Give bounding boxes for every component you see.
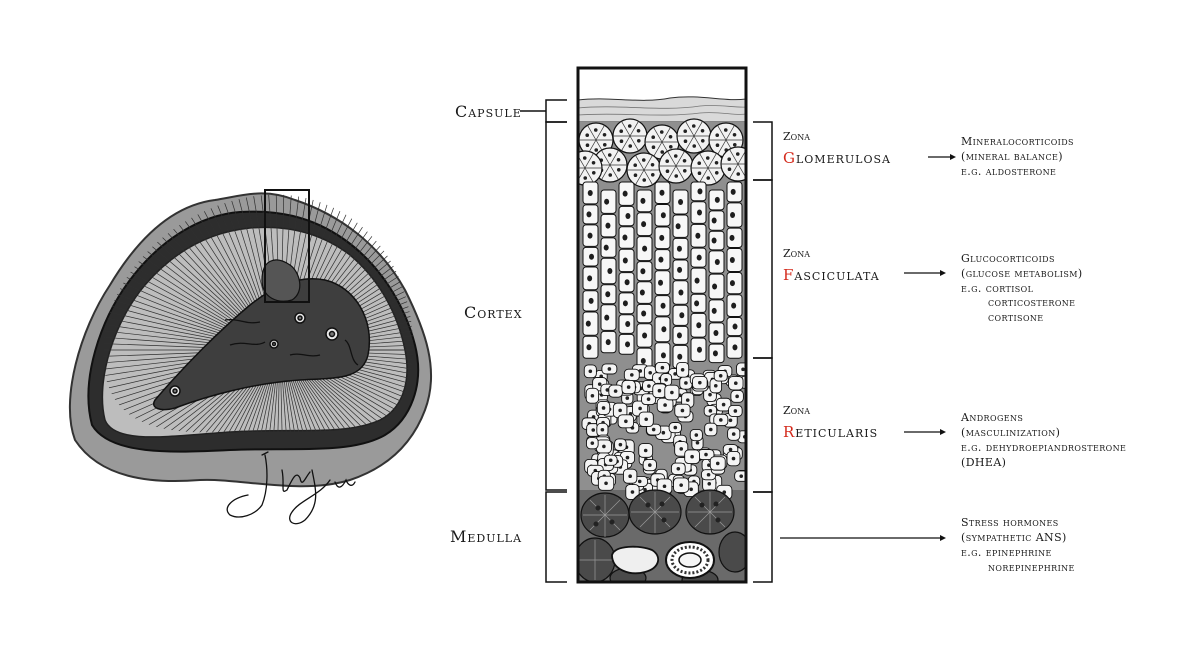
zona-reticularis-cells	[581, 361, 746, 500]
hormone-line: Glucocorticoids	[961, 252, 1055, 265]
zone-prefix: Zona	[783, 130, 810, 143]
hormone-line: e.g. dehydroepiandrosterone	[961, 441, 1126, 454]
hormone-line: e.g. epinephrine	[961, 546, 1052, 559]
hormone-line: cortisone	[988, 311, 1044, 324]
medulla-label: Medulla	[450, 527, 522, 546]
hormone-line: e.g. cortisol	[961, 282, 1034, 295]
zone-prefix: Zona	[783, 247, 810, 260]
right-brackets	[753, 121, 773, 583]
hormone-line: (DHEA)	[961, 456, 1006, 469]
hormone-line: Androgens	[960, 411, 1023, 424]
zone-reticularis: Zona Reticularis Androgens (masculinizat…	[783, 404, 1126, 469]
hormone-line: (glucose metabolism)	[961, 267, 1083, 280]
left-brackets	[520, 99, 567, 583]
hormone-line: (mineral balance)	[961, 150, 1063, 163]
zone-name: Reticularis	[783, 423, 878, 441]
hormone-line: corticosterone	[988, 296, 1075, 309]
zone-glomerulosa: Zona Glomerulosa Mineralocorticoids (min…	[783, 130, 1074, 178]
zona-fasciculata-cells	[582, 181, 743, 375]
hormone-line: e.g. aldosterone	[961, 165, 1056, 178]
hormone-line: Mineralocorticoids	[961, 135, 1074, 148]
zone-fasciculata: Zona Fasciculata Glucocorticoids (glucos…	[783, 247, 1083, 324]
artist-signature	[226, 451, 356, 525]
hormone-line: (masculinization)	[961, 426, 1060, 439]
medulla-cells	[578, 489, 746, 582]
zone-name: Glomerulosa	[783, 149, 891, 167]
gland-medulla	[153, 278, 371, 411]
hormone-line: (sympathetic ANS)	[961, 531, 1067, 544]
cortex-label: Cortex	[464, 303, 523, 322]
histology-column	[576, 66, 748, 584]
whole-gland-illustration	[68, 189, 433, 525]
capsule-label: Capsule	[455, 102, 522, 121]
inset-box	[264, 189, 310, 303]
medulla-hormones: Stress hormones (sympathetic ANS) e.g. e…	[780, 516, 1075, 574]
zona-glomerulosa-cells	[578, 118, 746, 188]
zone-name: Fasciculata	[783, 266, 880, 284]
hormone-line: norepinephrine	[988, 561, 1075, 574]
hormone-line: Stress hormones	[961, 516, 1059, 529]
zone-prefix: Zona	[783, 404, 810, 417]
